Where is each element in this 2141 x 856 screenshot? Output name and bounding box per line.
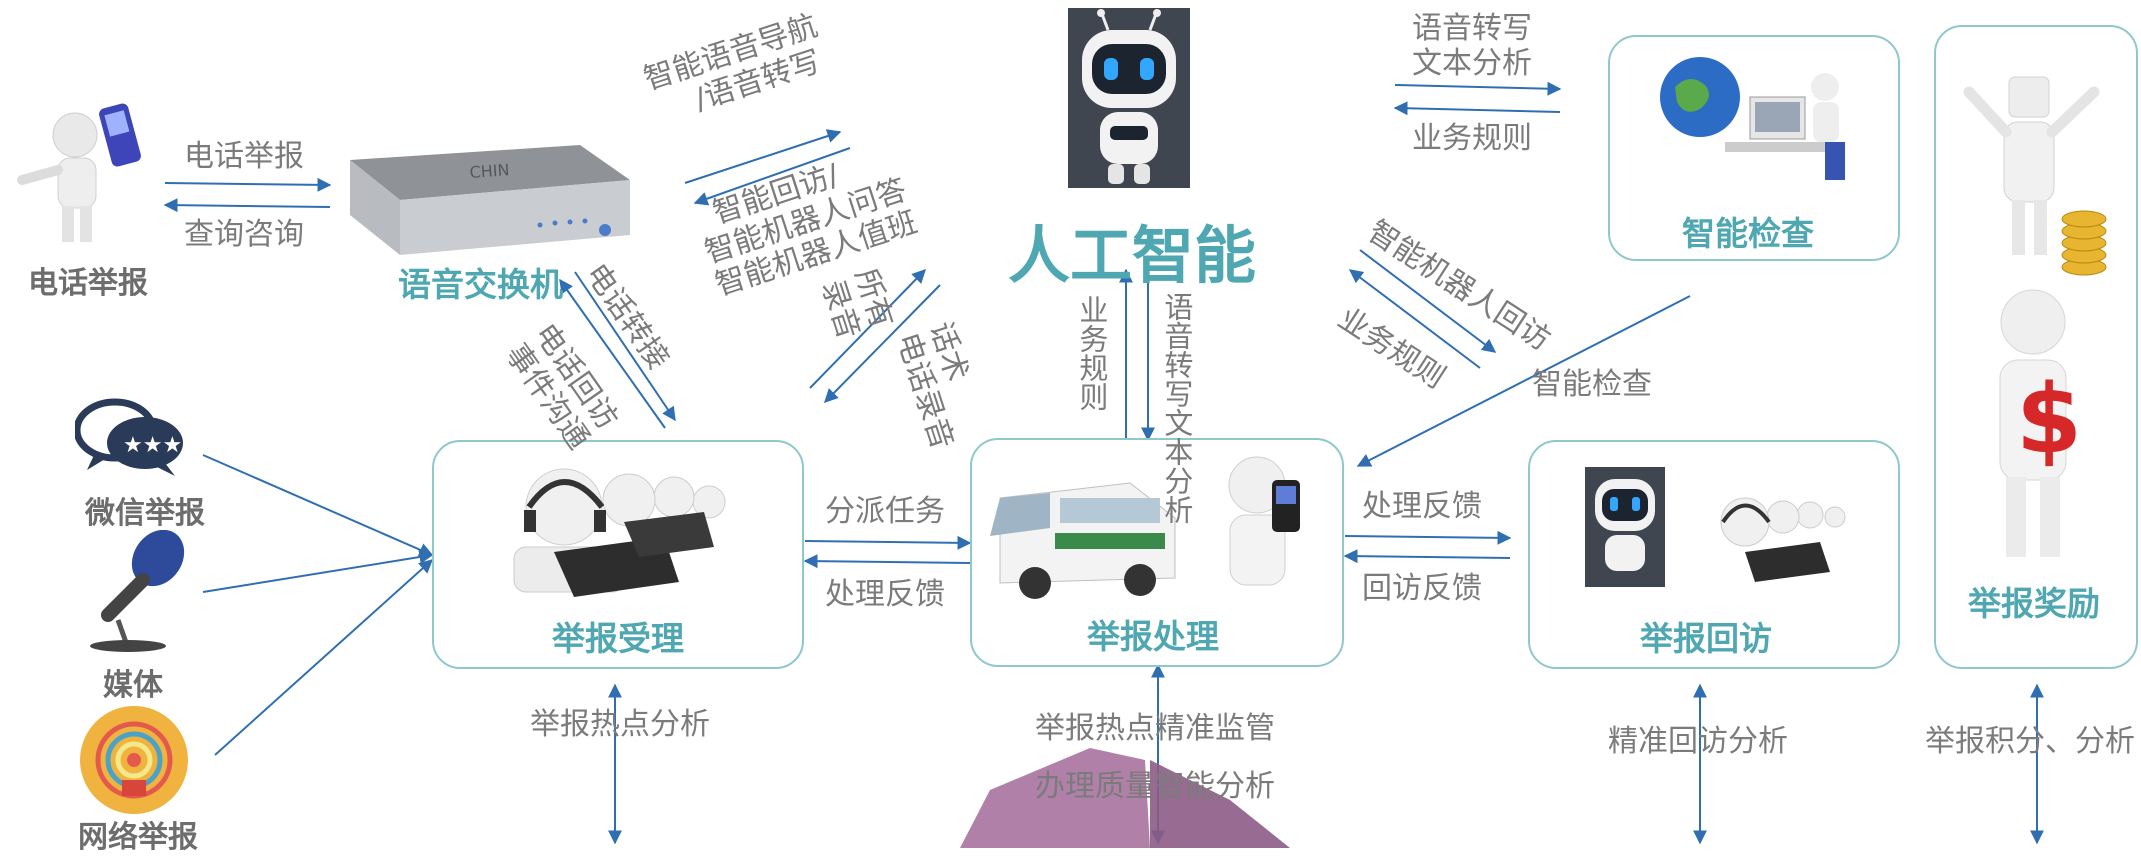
- ai-title: 人工智能: [1008, 219, 1257, 292]
- acceptance-title: 举报受理: [552, 619, 684, 658]
- robot-icon-small: [1585, 467, 1665, 587]
- inspection-box: 智能检查: [1608, 35, 1900, 261]
- flow-smart-check: 智能检查: [1532, 367, 1652, 402]
- bottom-revisit-analysis: 精准回访分析: [1608, 724, 1788, 759]
- processing-box: 举报处理: [970, 438, 1344, 667]
- bottom-precise-2: 办理质量智能分析: [1035, 769, 1275, 804]
- call-center-agents-icon-2: [1720, 497, 1846, 582]
- bottom-points: 举报积分、分析: [1925, 724, 2135, 759]
- web-label: 网络举报: [78, 820, 198, 855]
- flow-transcribe-vertical: 语音转写文本分析: [1159, 292, 1194, 524]
- flow-ai-inspect-line1: 语音转写: [1412, 11, 1532, 46]
- bottom-precise-1: 举报热点精准监管: [1035, 711, 1275, 746]
- flow-feedback-2: 处理反馈: [1362, 489, 1482, 524]
- reward-box: $ 举报奖励: [1934, 25, 2138, 669]
- processing-title: 举报处理: [1087, 617, 1219, 656]
- svg-text:CHIN: CHIN: [469, 160, 510, 182]
- flow-transcribe-v2: 文本分析: [1159, 408, 1194, 524]
- robot-icon: [1068, 8, 1190, 188]
- flow-feedback-1: 处理反馈: [825, 577, 945, 612]
- network-broadcast-icon: [78, 705, 190, 815]
- revisit-box: 举报回访: [1528, 440, 1900, 669]
- voice-switch-label: 语音交换机: [398, 265, 563, 304]
- flow-phone-report: 电话举报: [184, 139, 304, 174]
- media-label: 媒体: [103, 668, 163, 703]
- acceptance-box: 举报受理: [432, 440, 804, 669]
- wechat-label: 微信举报: [85, 496, 205, 531]
- bottom-hotspot: 举报热点分析: [530, 707, 710, 742]
- dollar-person-icon: $: [1999, 289, 2082, 557]
- flow-ai-inspect-line2: 文本分析: [1412, 45, 1532, 81]
- computer-globe-icon: [1660, 57, 1845, 180]
- inspection-title: 智能检查: [1682, 214, 1814, 253]
- phone-person-icon-2: [1228, 456, 1300, 586]
- svg-text:★★★: ★★★: [123, 433, 182, 458]
- svg-text:$: $: [2016, 365, 2082, 475]
- wechat-chat-icon: ★★★: [73, 398, 190, 478]
- flow-ai-inspect-rules: 业务规则: [1412, 121, 1532, 156]
- revisit-title: 举报回访: [1640, 619, 1772, 658]
- call-center-agents-icon: [513, 468, 726, 597]
- voice-switch-device-icon: CHIN: [340, 140, 635, 265]
- flow-ai-inspect-text: 语音转写 文本分析: [1412, 11, 1532, 81]
- vehicle-icon: [990, 482, 1176, 599]
- phone-person-icon: [10, 100, 150, 245]
- flow-transcribe-v1: 语音转写: [1159, 292, 1194, 408]
- coins-person-icon: [1963, 76, 2107, 276]
- phone-report-label: 电话举报: [28, 266, 148, 301]
- flow-dispatch: 分派任务: [825, 494, 945, 529]
- reward-title: 举报奖励: [1968, 584, 2100, 623]
- microphone-icon: [68, 529, 198, 652]
- flow-business-rules-vertical: 业务规则: [1074, 295, 1109, 411]
- flow-revisit-feedback: 回访反馈: [1362, 571, 1482, 606]
- flow-query: 查询咨询: [184, 217, 304, 252]
